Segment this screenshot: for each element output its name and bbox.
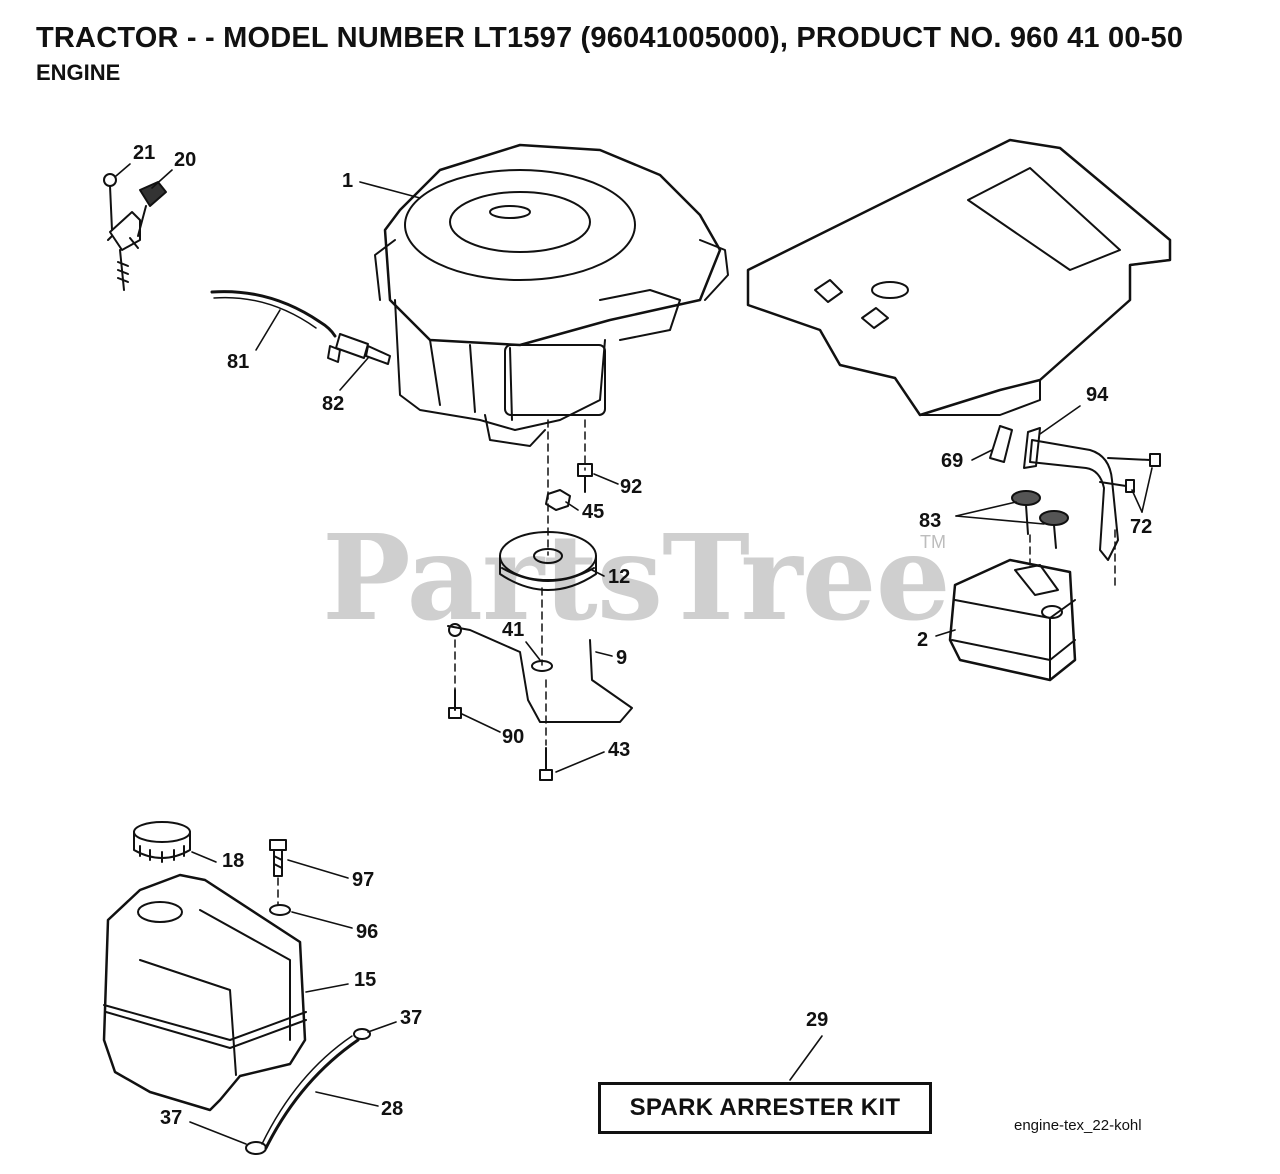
callout-43: 43 [608, 739, 631, 761]
throttle-control-part [103, 173, 167, 291]
engine-part [374, 143, 729, 447]
fuel-cap-part [133, 821, 191, 863]
callout-92: 92 [620, 476, 643, 498]
drawing-code: engine-tex_22-kohl [1014, 1117, 1142, 1134]
callout-45: 45 [582, 501, 605, 523]
fuel-fitting-part [327, 333, 391, 365]
spark-arrester-kit-label: SPARK ARRESTER KIT [629, 1094, 901, 1121]
callout-82: 82 [322, 393, 345, 415]
callout-15: 15 [354, 969, 377, 991]
bolt-92-part [577, 463, 593, 493]
engine-mount-plate-part [746, 138, 1172, 417]
callout-81: 81 [227, 351, 250, 373]
washer-96-part [269, 904, 291, 916]
callout-29: 29 [806, 1009, 829, 1031]
callout-37-upper: 37 [400, 1007, 423, 1029]
callout-41: 41 [502, 619, 525, 641]
exhaust-pipe-part [1023, 427, 1119, 561]
callout-21: 21 [133, 142, 156, 164]
bolt-90-part [448, 689, 462, 719]
spark-arrester-kit-box: SPARK ARRESTER KIT [598, 1082, 932, 1134]
callout-90: 90 [502, 726, 525, 748]
callout-18: 18 [222, 850, 245, 872]
bolt-43-part [539, 747, 553, 781]
leader-lines [115, 163, 1153, 1145]
fuel-line-28-part [264, 1038, 360, 1150]
nut-45-part [545, 489, 571, 511]
callout-12: 12 [608, 566, 631, 588]
callout-2: 2 [917, 629, 929, 651]
gasket-69-part [989, 425, 1013, 463]
callout-9: 9 [616, 647, 628, 669]
callout-96: 96 [356, 921, 379, 943]
screws-83-part [1011, 490, 1069, 549]
callout-28: 28 [381, 1098, 404, 1120]
callout-83: 83 [919, 510, 942, 532]
clamp-37-upper-part [353, 1028, 371, 1040]
page-title: TRACTOR - - MODEL NUMBER LT1597 (9604100… [36, 22, 1184, 54]
rod-9-part [447, 625, 633, 723]
callout-1: 1 [342, 170, 354, 192]
callout-37-lower: 37 [160, 1107, 183, 1129]
callout-20: 20 [174, 149, 197, 171]
section-title: ENGINE [36, 60, 121, 85]
callout-72: 72 [1130, 516, 1153, 538]
fuel-tank-part [102, 873, 307, 1112]
watermark: PartsTree [322, 508, 951, 647]
washer-41-part [531, 660, 553, 672]
callout-69: 69 [941, 450, 964, 472]
watermark-trademark: TM [920, 532, 946, 552]
muffler-part [948, 558, 1077, 682]
pulley-part [499, 531, 597, 591]
callout-94: 94 [1086, 384, 1109, 406]
screw-97-part [269, 839, 287, 877]
clamp-37-lower-part [245, 1141, 267, 1155]
callout-97: 97 [352, 869, 375, 891]
bolts-72-part [1099, 453, 1161, 493]
fuel-line-part [210, 290, 337, 338]
alignment-lines [277, 419, 1116, 906]
